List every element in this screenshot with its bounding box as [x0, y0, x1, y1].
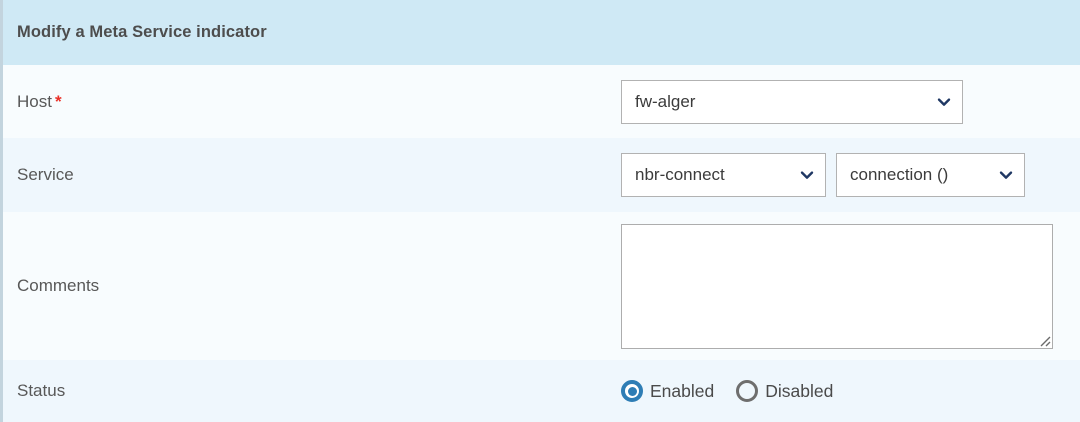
label-status-text: Status — [17, 381, 66, 400]
chevron-down-icon — [800, 168, 814, 181]
panel-header: Modify a Meta Service indicator — [3, 0, 1080, 65]
field-service: nbr-connect connection () — [621, 138, 1080, 212]
radio-option-enabled[interactable]: Enabled — [621, 380, 714, 402]
radio-label-enabled: Enabled — [650, 380, 715, 401]
radio-selected-icon[interactable] — [621, 380, 643, 402]
label-service: Service — [3, 165, 621, 185]
label-host: Host* — [3, 92, 621, 112]
radio-option-disabled[interactable]: Disabled — [736, 380, 833, 402]
form-row-comments: Comments — [3, 212, 1080, 360]
label-service-text: Service — [17, 165, 74, 184]
field-status: Enabled Disabled — [621, 360, 1080, 422]
form-row-service: Service nbr-connect connection () — [3, 138, 1080, 212]
status-radio-group: Enabled Disabled — [621, 380, 833, 402]
resize-grip-icon — [1035, 331, 1051, 347]
radio-unselected-icon[interactable] — [736, 380, 759, 402]
service-select-value: nbr-connect — [635, 165, 725, 184]
radio-label-disabled: Disabled — [765, 380, 834, 401]
host-select-value: fw-alger — [635, 91, 696, 111]
field-comments — [621, 212, 1080, 360]
form-row-host: Host* fw-alger — [3, 65, 1080, 138]
service-instance-select-value: connection () — [850, 165, 949, 184]
label-host-text: Host — [17, 91, 52, 111]
field-host: fw-alger — [621, 65, 1080, 138]
required-asterisk-host: * — [54, 91, 62, 111]
comments-textarea[interactable] — [621, 223, 1053, 349]
label-comments-text: Comments — [17, 276, 100, 295]
service-instance-select[interactable]: connection () — [836, 153, 1025, 197]
label-status: Status — [3, 381, 621, 401]
page-title: Modify a Meta Service indicator — [17, 23, 267, 41]
form-row-status: Status Enabled Disabled — [3, 360, 1080, 422]
chevron-down-icon — [999, 168, 1013, 181]
host-select[interactable]: fw-alger — [621, 79, 963, 124]
chevron-down-icon — [937, 95, 951, 108]
label-comments: Comments — [3, 276, 621, 296]
service-select[interactable]: nbr-connect — [621, 153, 826, 197]
